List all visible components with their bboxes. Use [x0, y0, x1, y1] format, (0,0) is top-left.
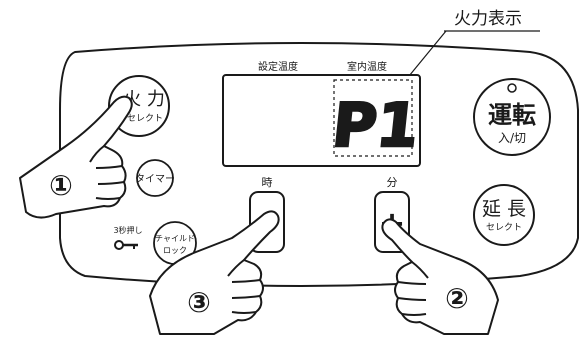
hour-label: 時 — [262, 176, 273, 189]
run-button[interactable]: 運転 入/切 — [473, 78, 551, 156]
step-marker-2: ② — [445, 282, 469, 315]
run-indicator-lamp — [507, 83, 517, 93]
lcd-reading: P1 — [329, 91, 422, 161]
callout-label: 火力表示 — [454, 9, 522, 29]
child-lock-label: チャイルド — [155, 234, 195, 243]
timer-button[interactable]: タイマー — [135, 159, 175, 197]
hand-icon-1 — [19, 95, 133, 219]
minute-label: 分 — [387, 176, 398, 189]
step-marker-1: ① — [49, 169, 73, 202]
label-room-temperature: 室内温度 — [347, 60, 387, 73]
run-label: 運転 — [488, 101, 536, 129]
heat-select-label: 火 力 — [123, 89, 165, 110]
heat-indicator-frame — [333, 79, 413, 157]
child-lock-sublabel: ロック — [163, 246, 187, 255]
extend-select-button[interactable]: 延 長 セレクト — [473, 184, 535, 246]
child-lock-hint: 3秒押し — [113, 225, 142, 235]
hand-icon-3 — [149, 210, 280, 335]
key-icon — [114, 240, 138, 250]
lcd-display — [222, 74, 421, 167]
hand-icon-2 — [381, 218, 499, 335]
heat-select-sublabel: セレクト — [127, 113, 163, 124]
extend-select-label: 延 長 — [482, 198, 526, 220]
timer-label: タイマー — [135, 173, 175, 185]
run-sublabel: 入/切 — [498, 131, 526, 145]
label-set-temperature: 設定温度 — [258, 60, 298, 73]
extend-select-sublabel: セレクト — [486, 222, 522, 233]
step-marker-3: ③ — [187, 286, 211, 319]
